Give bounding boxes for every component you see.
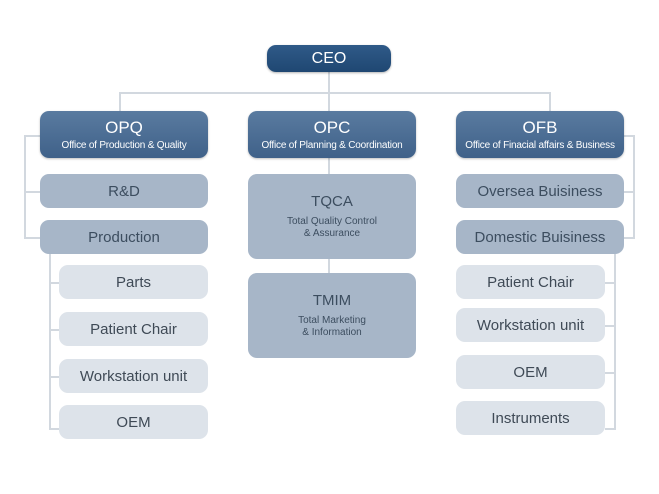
connector-top-bar (119, 92, 551, 94)
domestic-item-instruments: Instruments (456, 401, 605, 435)
connector-ofb-oversea (623, 191, 635, 193)
opc-box: OPC Office of Planning & Coordination (248, 111, 416, 158)
connector-to-ofb (549, 92, 551, 111)
connector-production-spine (49, 254, 51, 430)
tqca-title: TQCA (311, 193, 353, 210)
domestic-business-label: Domestic Buisiness (474, 228, 606, 246)
tmim-title: TMIM (312, 292, 352, 309)
rnd-box: R&D (40, 174, 208, 208)
domestic-item-workstation-unit: Workstation unit (456, 308, 605, 342)
tqca-subtitle-line1: Total Quality Control (286, 216, 378, 227)
list-item-label: OEM (513, 363, 548, 381)
tmim-subtitle-line1: Total Marketing (298, 315, 366, 326)
production-item-workstation-unit: Workstation unit (59, 359, 208, 393)
opq-box: OPQ Office of Production & Quality (40, 111, 208, 158)
connector-opq-rnd (24, 191, 40, 193)
production-box: Production (40, 220, 208, 254)
tmim-box: TMIM Total Marketing & Information (248, 273, 416, 358)
opq-title: OPQ (105, 117, 143, 137)
domestic-item-patient-chair: Patient Chair (456, 265, 605, 299)
connector-domestic-spine (614, 254, 616, 430)
connector-dom-2 (605, 325, 615, 327)
rnd-label: R&D (108, 182, 140, 200)
connector-ofb-head (623, 135, 635, 137)
production-label: Production (88, 228, 160, 246)
connector-opq-production (24, 237, 40, 239)
production-item-patient-chair: Patient Chair (59, 312, 208, 346)
ceo-box: CEO (267, 45, 391, 72)
connector-dom-3 (605, 372, 615, 374)
connector-dom-1 (605, 282, 615, 284)
connector-opq-spine (24, 135, 26, 238)
list-item-label: Instruments (491, 409, 570, 427)
tmim-subtitle-line2: & Information (302, 327, 362, 338)
tqca-subtitle-line2: & Assurance (303, 228, 361, 239)
connector-prod-3 (49, 376, 59, 378)
list-item-label: Parts (115, 273, 151, 291)
opq-subtitle: Office of Production & Quality (61, 139, 187, 151)
connector-prod-1 (49, 282, 59, 284)
connector-to-opc (328, 92, 330, 111)
connector-to-opq (119, 92, 121, 111)
production-item-parts: Parts (59, 265, 208, 299)
production-item-oem: OEM (59, 405, 208, 439)
list-item-label: Patient Chair (487, 273, 574, 291)
domestic-business-box: Domestic Buisiness (456, 220, 624, 254)
ofb-box: OFB Office of Finacial affairs & Busines… (456, 111, 624, 158)
oversea-business-label: Oversea Buisiness (477, 182, 603, 200)
domestic-item-oem: OEM (456, 355, 605, 389)
list-item-label: Workstation unit (476, 316, 585, 334)
list-item-label: Patient Chair (90, 320, 177, 338)
connector-ofb-spine (633, 135, 635, 238)
connector-prod-4 (49, 428, 59, 430)
list-item-label: Workstation unit (79, 367, 188, 385)
connector-prod-2 (49, 329, 59, 331)
list-item-label: OEM (116, 413, 151, 431)
connector-dom-4 (605, 428, 615, 430)
opc-subtitle: Office of Planning & Coordination (261, 139, 403, 151)
oversea-business-box: Oversea Buisiness (456, 174, 624, 208)
ofb-subtitle: Office of Finacial affairs & Business (465, 139, 615, 151)
connector-ceo-down (328, 71, 330, 93)
opc-title: OPC (313, 117, 351, 137)
tqca-box: TQCA Total Quality Control & Assurance (248, 174, 416, 259)
ofb-title: OFB (522, 117, 558, 137)
connector-opq-head (24, 135, 40, 137)
connector-ofb-domestic (623, 237, 635, 239)
ceo-label: CEO (311, 49, 347, 67)
